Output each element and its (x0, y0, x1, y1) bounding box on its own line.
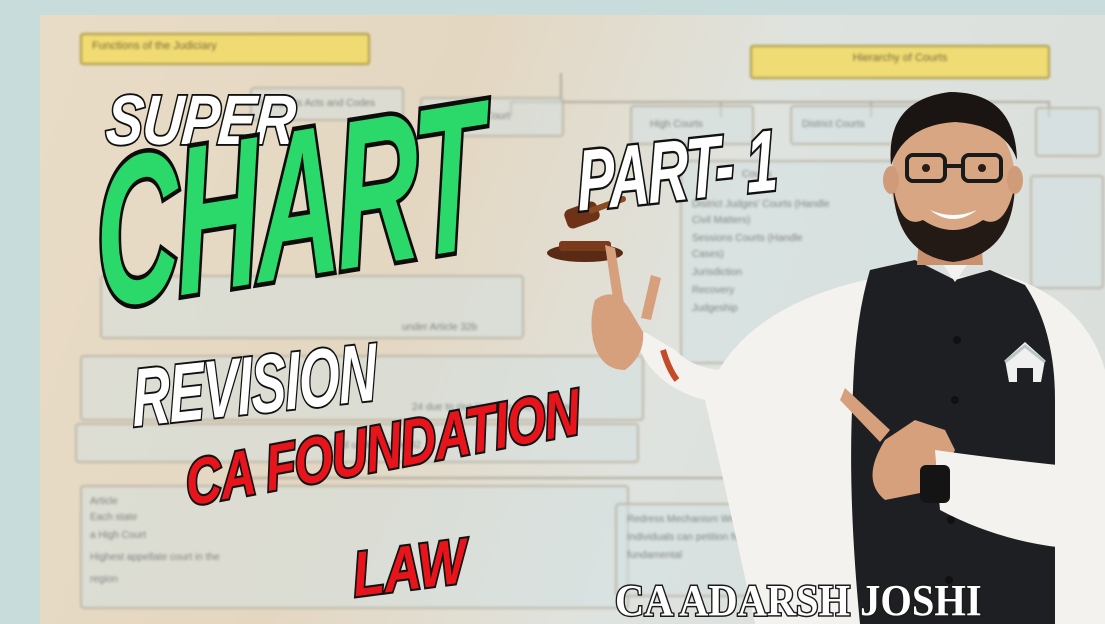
gavel-icon (547, 196, 627, 262)
header-hierarchy: Hierarchy of Courts (750, 45, 1050, 79)
article-box: Article Each state a High Court Highest … (80, 485, 629, 609)
presenter-photo (591, 92, 1105, 624)
house-logo-icon (1004, 342, 1046, 382)
thumbnail-frame: Functions of the Judiciary Hierarchy of … (40, 15, 1105, 624)
presenter-name: CA ADARSH JOSHI (614, 575, 983, 624)
box-high-courts: High Courts (630, 105, 754, 145)
subject-law: LAW (348, 524, 470, 612)
header-functions: Functions of the Judiciary (80, 33, 370, 65)
smartwatch-icon (920, 465, 950, 503)
box-supreme-court: Supreme Court (420, 97, 564, 137)
